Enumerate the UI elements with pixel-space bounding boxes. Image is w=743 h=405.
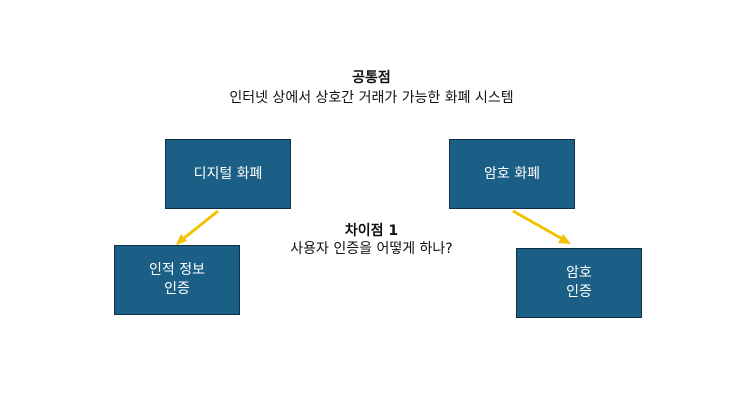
arrow-digital-to-identity: [177, 209, 219, 245]
arrowhead-right-icon: [558, 234, 571, 244]
crypto-currency-box: 암호 화폐: [449, 139, 575, 209]
common-description: 인터넷 상에서 상호간 거래가 가능한 화폐 시스템: [229, 90, 514, 106]
difference-title: 차이점 1: [344, 223, 399, 239]
digital-currency-label: 디지털 화폐: [193, 165, 263, 182]
digital-currency-box: 디지털 화폐: [165, 139, 291, 209]
crypto-auth-box: 암호 인증: [516, 248, 642, 318]
identity-auth-box: 인적 정보 인증: [114, 245, 240, 315]
difference-question: 사용자 인증을 어떻게 하나?: [290, 241, 453, 257]
identity-auth-label-line2: 인증: [164, 281, 190, 297]
arrowhead-left-icon: [176, 234, 187, 245]
crypto-auth-label-line2: 인증: [566, 284, 592, 300]
crypto-auth-label-line1: 암호: [566, 265, 592, 281]
arrow-crypto-to-cryptoauth: [512, 209, 567, 243]
common-title: 공통점: [352, 70, 391, 86]
crypto-currency-label: 암호 화폐: [484, 165, 540, 182]
identity-auth-label-line1: 인적 정보: [149, 262, 205, 278]
